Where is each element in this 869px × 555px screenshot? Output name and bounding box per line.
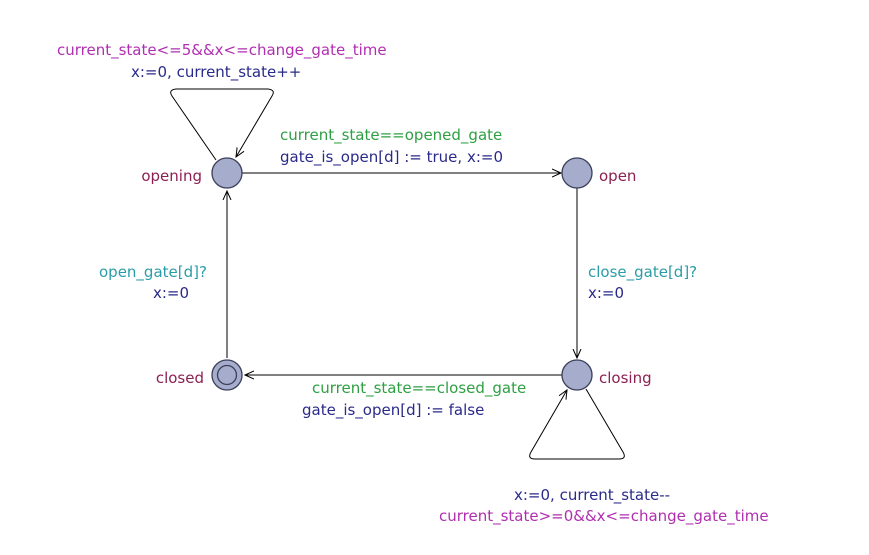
- location-name-opening: opening: [141, 167, 202, 185]
- closing-self-update: x:=0, current_state--: [514, 486, 670, 505]
- location-opening[interactable]: [211, 157, 243, 189]
- open-to-closing-update: x:=0: [588, 284, 624, 302]
- opening-to-open-update: gate_is_open[d] := true, x:=0: [280, 148, 503, 167]
- opening-self-update: x:=0, current_state++: [131, 63, 301, 82]
- closed-to-opening-sync: open_gate[d]?: [99, 263, 207, 282]
- open-to-closing-sync: close_gate[d]?: [588, 263, 697, 282]
- location-open[interactable]: [561, 157, 593, 189]
- opening-self-guard: current_state<=5&&x<=change_gate_time: [57, 41, 387, 60]
- location-name-closed: closed: [156, 369, 204, 387]
- opening-to-open-guard: current_state==opened_gate: [280, 126, 502, 145]
- location-closed-initial[interactable]: [211, 359, 243, 391]
- closing-to-closed-guard: current_state==closed_gate: [312, 379, 526, 398]
- closing-to-closed-update: gate_is_open[d] := false: [302, 401, 484, 420]
- edge-opening-self-loop[interactable]: [170, 88, 274, 161]
- location-name-open: open: [599, 167, 636, 185]
- location-name-closing: closing: [599, 369, 652, 387]
- location-closing[interactable]: [561, 359, 593, 391]
- edge-closing-self-loop[interactable]: [529, 388, 625, 460]
- closing-self-guard: current_state>=0&&x<=change_gate_time: [439, 507, 769, 526]
- closed-to-opening-update: x:=0: [153, 284, 189, 302]
